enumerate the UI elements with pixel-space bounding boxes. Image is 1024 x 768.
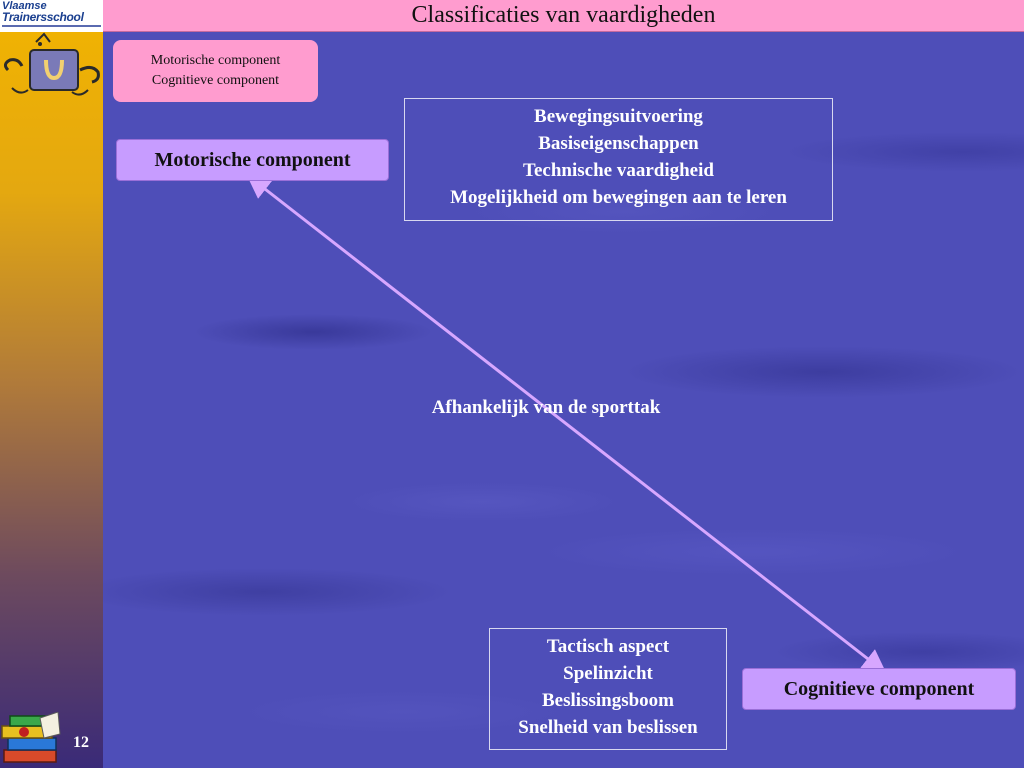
motor-item: Basiseigenschappen bbox=[538, 133, 699, 154]
motor-item: Mogelijkheid om bewegingen aan te leren bbox=[450, 187, 787, 208]
cognitive-item: Spelinzicht bbox=[563, 663, 653, 684]
books-icon bbox=[1, 712, 61, 763]
cognitive-item: Beslissingsboom bbox=[542, 690, 674, 711]
logo-fine-print bbox=[2, 25, 101, 27]
trainersschool-logo: Vlaamse Trainersschool bbox=[0, 0, 103, 32]
arrow-line bbox=[246, 174, 887, 674]
dependency-label: Afhankelijk van de sporttak bbox=[431, 397, 661, 418]
legend-item-motor: Motorische component bbox=[150, 53, 281, 68]
cognitive-item: Snelheid van beslissen bbox=[518, 717, 698, 738]
sidebar: Vlaamse Trainersschool 12 bbox=[0, 0, 103, 768]
motor-item: Bewegingsuitvoering bbox=[534, 106, 703, 127]
logo-line-2: Trainersschool bbox=[2, 10, 84, 24]
cognitive-component-label: Cognitieve component bbox=[742, 668, 1016, 710]
legend-item-cognitive: Cognitieve component bbox=[151, 73, 280, 88]
logo-line-1: Vlaamse bbox=[2, 0, 47, 12]
logo-mascot-icon bbox=[3, 32, 100, 96]
cognitive-item: Tactisch aspect bbox=[546, 636, 670, 657]
legend-box: Motorische component Cognitieve componen… bbox=[113, 40, 318, 102]
motor-item: Technische vaardigheid bbox=[523, 160, 714, 181]
page-number: 12 bbox=[73, 734, 89, 751]
cognitive-component-box: Tactisch aspect Spelinzicht Beslissingsb… bbox=[489, 628, 727, 750]
motor-component-label: Motorische component bbox=[116, 139, 389, 181]
motor-component-box: Bewegingsuitvoering Basiseigenschappen T… bbox=[404, 98, 833, 221]
slide-title: Classificaties van vaardigheden bbox=[103, 0, 1024, 32]
